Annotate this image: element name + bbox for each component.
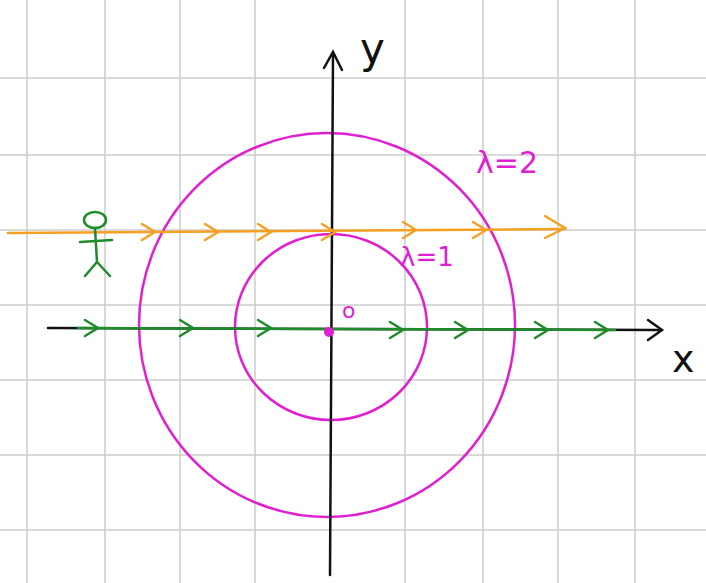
axes <box>48 52 662 575</box>
axis-label: x <box>672 340 695 378</box>
axis-label: y <box>360 28 385 70</box>
level-circles <box>139 133 515 517</box>
stick-figure <box>80 212 112 276</box>
origin-label: o <box>342 300 355 322</box>
origin-dot <box>324 327 334 337</box>
green-line <box>78 320 615 338</box>
level-label: λ=1 <box>400 244 454 270</box>
level-label: λ=2 <box>476 148 538 178</box>
